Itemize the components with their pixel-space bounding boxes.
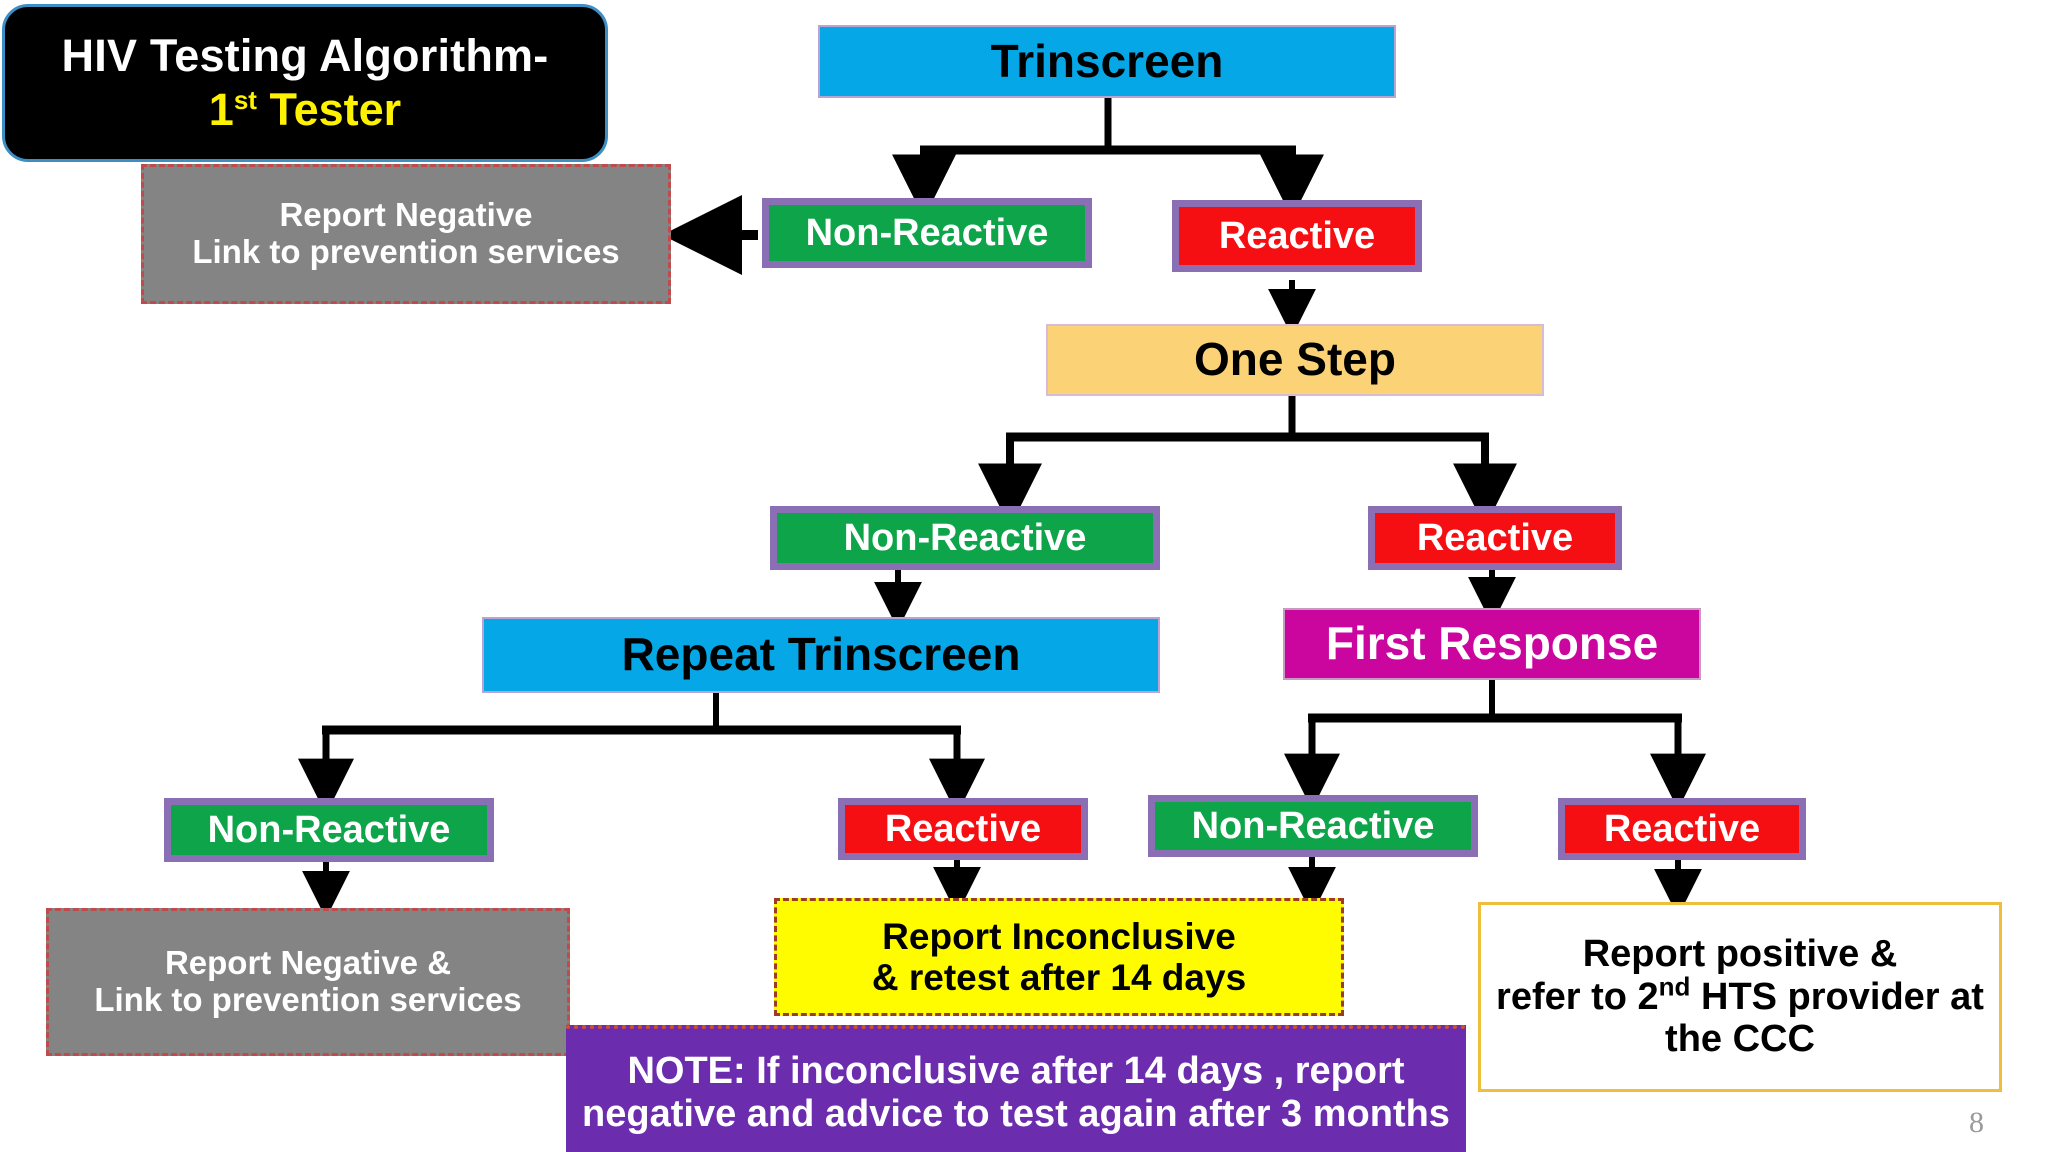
node-note-box[interactable]: NOTE: If inconclusive after 14 days , re… [566, 1025, 1466, 1152]
report-positive-ordinal-suffix: nd [1658, 971, 1691, 1002]
node-one-step[interactable]: One Step [1046, 324, 1544, 396]
node-level3-non-reactive[interactable]: Non-Reactive [164, 798, 494, 862]
node-report-negative-link-bottom[interactable]: Report Negative & Link to prevention ser… [46, 908, 570, 1056]
node-level1-non-reactive[interactable]: Non-Reactive [762, 198, 1092, 268]
page-number: 8 [1969, 1106, 1984, 1139]
title-tester-word: Tester [256, 84, 402, 135]
report-positive-line-3: the CCC [1665, 1018, 1815, 1061]
node-report-positive[interactable]: Report positive & refer to 2nd HTS provi… [1478, 902, 2002, 1092]
title-ordinal-number: 1 [208, 84, 234, 135]
node-level2-non-reactive[interactable]: Non-Reactive [770, 506, 1160, 570]
node-report-negative-link-top[interactable]: Report Negative Link to prevention servi… [141, 164, 671, 304]
node-repeat-trinscreen[interactable]: Repeat Trinscreen [482, 617, 1160, 693]
node-level2-reactive[interactable]: Reactive [1368, 506, 1622, 570]
title-line-1: HIV Testing Algorithm- [61, 30, 549, 81]
report-positive-ordinal-number: refer to 2 [1496, 975, 1659, 1018]
node-trinscreen[interactable]: Trinscreen [818, 25, 1396, 98]
report-positive-line-2: refer to 2nd HTS provider at [1496, 973, 1984, 1019]
title-ordinal-suffix: st [233, 85, 257, 115]
node-level1-reactive[interactable]: Reactive [1172, 200, 1422, 272]
node-first-response[interactable]: First Response [1283, 608, 1701, 680]
node-level4-non-reactive[interactable]: Non-Reactive [1148, 795, 1478, 857]
node-level3-reactive[interactable]: Reactive [838, 798, 1088, 860]
slide-title-box: HIV Testing Algorithm- 1st Tester [2, 4, 608, 162]
node-report-inconclusive[interactable]: Report Inconclusive & retest after 14 da… [774, 898, 1344, 1016]
report-positive-line-2-rest: HTS provider at [1690, 975, 1984, 1018]
node-level4-reactive[interactable]: Reactive [1558, 798, 1806, 860]
title-line-2: 1st Tester [209, 84, 401, 136]
report-positive-line-1: Report positive & [1582, 933, 1898, 976]
